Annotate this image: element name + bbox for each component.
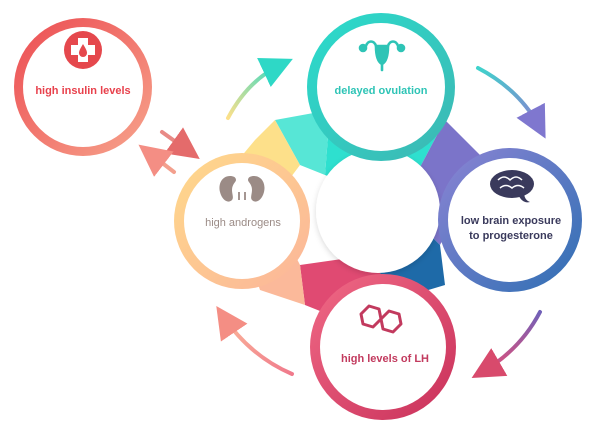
kidneys-icon bbox=[219, 176, 265, 202]
label-delayed-ovulation: delayed ovulation bbox=[334, 85, 428, 97]
node-high-androgens bbox=[174, 153, 310, 289]
arrow-insulin-to-androgens bbox=[160, 127, 200, 159]
label-brain-line1: low brain exposure bbox=[460, 215, 562, 227]
node-low-brain-exposure bbox=[438, 148, 582, 292]
node-delayed-ovulation bbox=[307, 13, 455, 161]
node-circle-ovulation-inner bbox=[317, 23, 445, 151]
arrow-lh-to-androgens bbox=[216, 306, 294, 376]
node-high-insulin-levels bbox=[14, 18, 152, 156]
label-high-insulin-levels: high insulin levels bbox=[35, 85, 131, 97]
arrow-ovulation-to-brain bbox=[476, 66, 546, 139]
node-circle-insulin-inner bbox=[23, 27, 143, 147]
node-circle-brain-inner bbox=[448, 158, 572, 282]
label-high-androgens: high androgens bbox=[205, 217, 281, 229]
center-hub bbox=[316, 149, 440, 273]
ring-segment-teal-light bbox=[275, 110, 330, 175]
node-circle-androgens-inner bbox=[184, 163, 300, 279]
hexagon-molecule-icon bbox=[359, 304, 403, 334]
node-high-levels-of-lh bbox=[310, 274, 456, 420]
label-low-brain-exposure: low brain exposure to progesterone bbox=[455, 214, 567, 244]
arrow-androgens-to-insulin bbox=[138, 144, 176, 177]
cycle-arrows bbox=[138, 58, 546, 379]
node-circle-lh-inner bbox=[320, 284, 446, 410]
label-brain-line2: to progesterone bbox=[469, 230, 553, 242]
medical-cross-drop-icon bbox=[64, 31, 102, 69]
uterus-icon bbox=[358, 40, 406, 72]
arrow-androgens-to-ovulation bbox=[226, 58, 293, 120]
brain-icon bbox=[490, 170, 534, 203]
label-high-levels-of-lh: high levels of LH bbox=[340, 353, 429, 365]
arrow-brain-to-lh bbox=[471, 310, 542, 379]
